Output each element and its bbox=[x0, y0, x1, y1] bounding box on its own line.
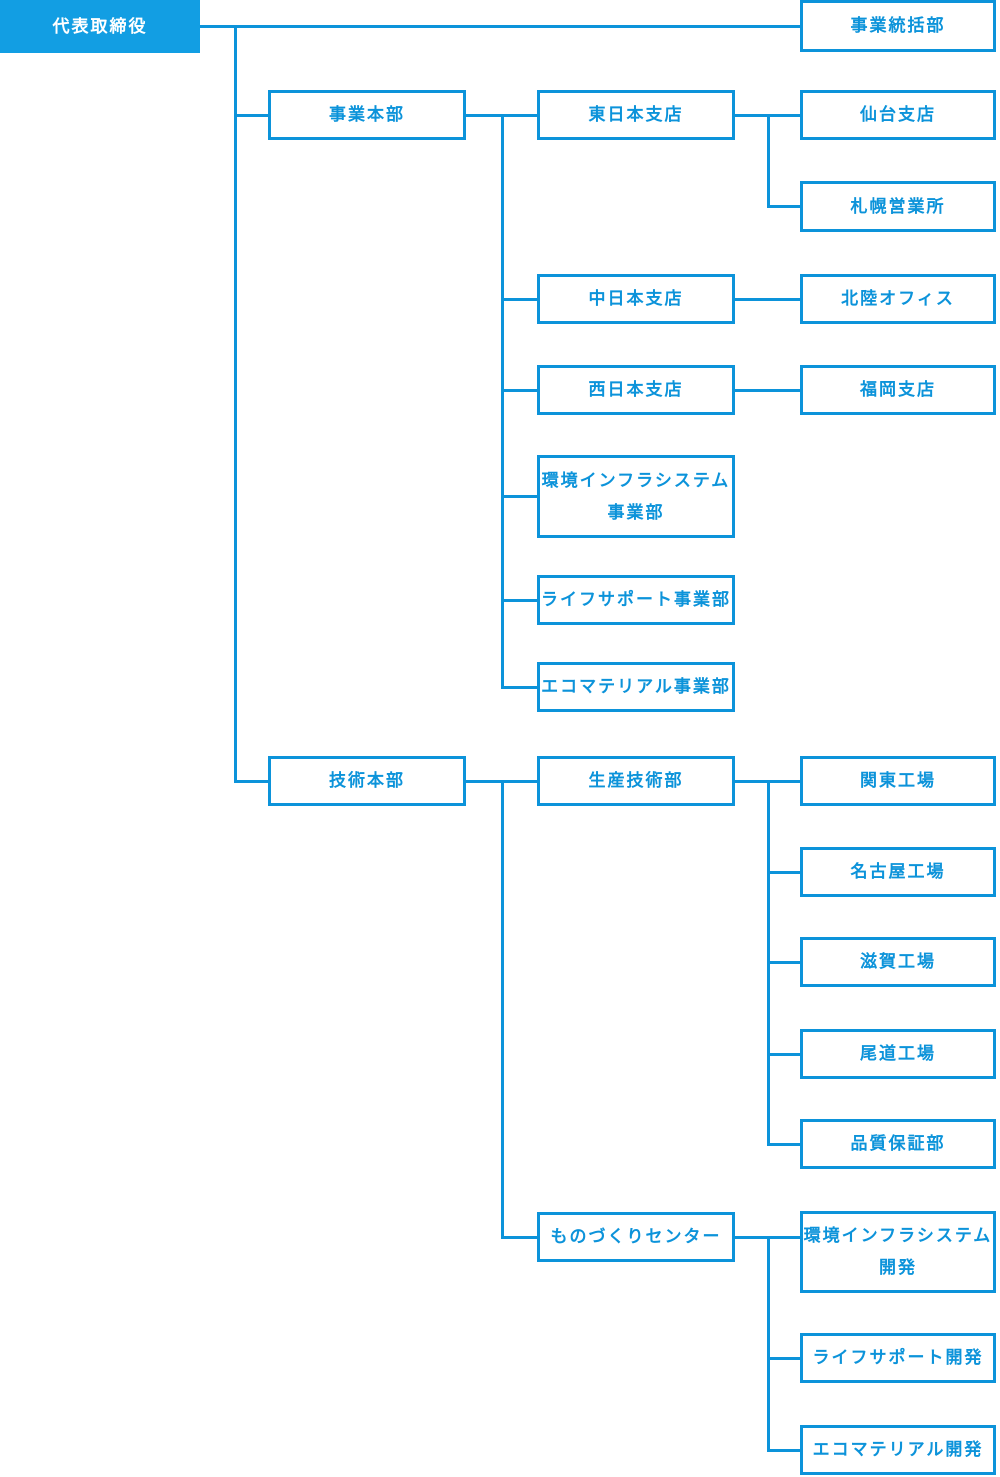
connector-line bbox=[234, 25, 237, 783]
connector-line bbox=[501, 599, 539, 602]
org-node-label: 開発 bbox=[879, 1258, 917, 1277]
org-node-label: 仙台支店 bbox=[860, 105, 936, 125]
connector-line bbox=[767, 1053, 802, 1056]
org-node-business-supervision-dept: 事業統括部 bbox=[800, 0, 996, 52]
connector-line bbox=[733, 389, 802, 392]
connector-line bbox=[200, 25, 800, 28]
org-node-sapporo-office: 札幌営業所 bbox=[800, 181, 996, 232]
org-node-label: 関東工場 bbox=[860, 771, 936, 791]
connector-line bbox=[234, 114, 270, 117]
org-node-label: ものづくりセンター bbox=[550, 1227, 722, 1247]
org-node-env-infra-system-dev: 環境インフラシステム 開発 bbox=[800, 1211, 996, 1293]
org-node-label: 生産技術部 bbox=[588, 771, 684, 791]
org-node-kanto-plant: 関東工場 bbox=[800, 756, 996, 806]
org-node-label: 北陸オフィス bbox=[841, 289, 955, 309]
org-node-label: エコマテリアル事業部 bbox=[541, 677, 731, 697]
org-node-monozukuri-center: ものづくりセンター bbox=[537, 1212, 735, 1262]
org-node-hokuriku-office: 北陸オフィス bbox=[800, 274, 996, 324]
org-node-label: ライフサポート事業部 bbox=[541, 590, 731, 610]
org-node-life-support-division: ライフサポート事業部 bbox=[537, 575, 735, 625]
org-node-env-infra-system-division: 環境インフラシステム 事業部 bbox=[537, 455, 735, 538]
connector-line bbox=[767, 114, 770, 208]
connector-line bbox=[767, 961, 802, 964]
org-node-central-japan-branch: 中日本支店 bbox=[537, 274, 735, 324]
org-node-fukuoka-branch: 福岡支店 bbox=[800, 365, 996, 415]
connector-line bbox=[767, 1143, 802, 1146]
org-node-label: 名古屋工場 bbox=[850, 862, 946, 882]
org-node-eco-material-division: エコマテリアル事業部 bbox=[537, 662, 735, 712]
org-node-label: 環境インフラシステム bbox=[803, 1226, 993, 1245]
org-node-label: 事業部 bbox=[607, 502, 665, 522]
org-node-label: 尾道工場 bbox=[860, 1044, 936, 1064]
connector-line bbox=[234, 780, 270, 783]
org-node-label: 品質保証部 bbox=[850, 1134, 946, 1154]
connector-line bbox=[501, 1236, 539, 1239]
org-node-quality-assurance-dept: 品質保証部 bbox=[800, 1119, 996, 1169]
org-node-label: 福岡支店 bbox=[860, 380, 936, 400]
org-node-label: 代表取締役 bbox=[52, 16, 148, 36]
org-node-production-engineering-dept: 生産技術部 bbox=[537, 756, 735, 806]
org-node-label: 技術本部 bbox=[329, 771, 405, 791]
connector-line bbox=[767, 1449, 802, 1452]
org-node-nagoya-plant: 名古屋工場 bbox=[800, 847, 996, 897]
org-node-technology-hq: 技術本部 bbox=[268, 756, 466, 806]
org-node-west-japan-branch: 西日本支店 bbox=[537, 365, 735, 415]
connector-line bbox=[501, 780, 504, 1239]
connector-line bbox=[767, 871, 802, 874]
org-node-eco-material-dev: エコマテリアル開発 bbox=[800, 1425, 996, 1475]
connector-line bbox=[501, 495, 539, 498]
connector-line bbox=[501, 298, 539, 301]
connector-line bbox=[501, 389, 539, 392]
org-node-label: ライフサポート開発 bbox=[812, 1348, 984, 1368]
org-node-life-support-dev: ライフサポート開発 bbox=[800, 1333, 996, 1383]
connector-line bbox=[767, 1357, 802, 1360]
org-node-east-japan-branch: 東日本支店 bbox=[537, 90, 735, 140]
connector-line bbox=[767, 205, 802, 208]
org-node-ceo: 代表取締役 bbox=[0, 0, 200, 53]
org-node-business-hq: 事業本部 bbox=[268, 90, 466, 140]
org-node-label: 西日本支店 bbox=[588, 380, 684, 400]
org-node-label: 東日本支店 bbox=[588, 105, 684, 125]
org-node-label: 中日本支店 bbox=[588, 289, 684, 309]
connector-line bbox=[501, 686, 539, 689]
connector-line bbox=[501, 114, 504, 689]
org-node-label: エコマテリアル開発 bbox=[812, 1440, 984, 1460]
org-node-label: 事業本部 bbox=[329, 105, 405, 125]
org-node-sendai-branch: 仙台支店 bbox=[800, 90, 996, 140]
connector-line bbox=[733, 298, 802, 301]
org-node-label: 札幌営業所 bbox=[850, 196, 946, 216]
org-node-label: 事業統括部 bbox=[850, 16, 946, 36]
connector-line bbox=[767, 1236, 770, 1452]
org-node-shiga-plant: 滋賀工場 bbox=[800, 937, 996, 987]
org-node-onomichi-plant: 尾道工場 bbox=[800, 1029, 996, 1079]
org-node-label: 滋賀工場 bbox=[860, 952, 936, 972]
org-node-label: 環境インフラシステム bbox=[541, 470, 731, 490]
